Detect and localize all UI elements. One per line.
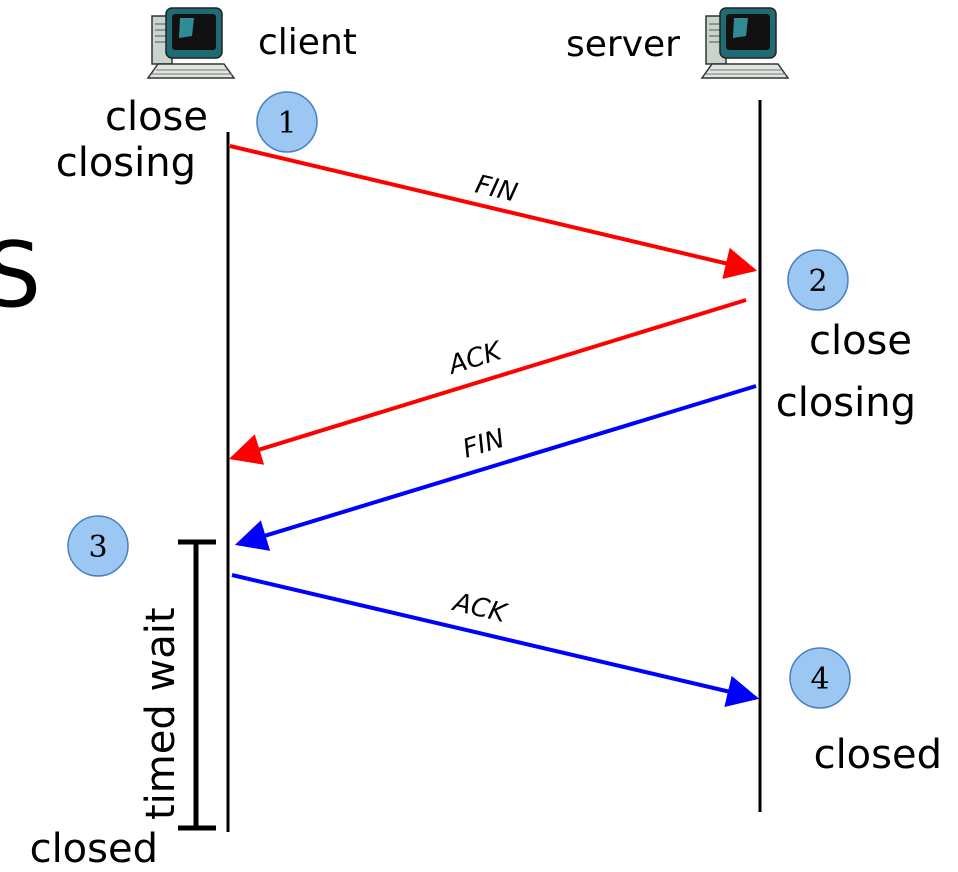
ack-arrow-1 [228, 298, 747, 465]
message-ack-client: ACK [231, 573, 760, 707]
svg-text:2: 2 [808, 264, 827, 299]
step-4-badge: 4 [789, 647, 851, 709]
message-fin-client: FIN [229, 144, 758, 279]
cropped-glyph: S [0, 223, 41, 328]
ack-label-2: ACK [448, 587, 510, 629]
server-close-label: close [809, 318, 912, 364]
client-close-label: close [105, 94, 208, 140]
client-closed-label: closed [30, 826, 158, 867]
timed-wait-label: timed wait [138, 608, 184, 821]
server-closing-label: closing [776, 380, 916, 426]
fin-label-2: FIN [459, 424, 508, 465]
server-closed-label: closed [814, 732, 942, 778]
client-label: client [258, 22, 357, 63]
server-computer-icon [701, 7, 789, 79]
svg-text:3: 3 [88, 530, 107, 565]
fin-arrow-2 [234, 384, 757, 551]
client-closing-label: closing [56, 140, 196, 186]
timed-wait-bracket [178, 539, 216, 831]
step-2-badge: 2 [787, 249, 849, 311]
server-label: server [566, 24, 680, 65]
step-1-badge: 1 [256, 91, 318, 153]
fin-arrow-1 [229, 144, 758, 279]
step-3-badge: 3 [67, 515, 129, 577]
svg-text:4: 4 [810, 662, 829, 697]
svg-text:1: 1 [277, 106, 296, 141]
ack-arrow-2 [231, 573, 760, 707]
client-computer-icon [147, 7, 235, 79]
fin-label-1: FIN [472, 170, 520, 209]
message-fin-server: FIN [234, 384, 757, 551]
